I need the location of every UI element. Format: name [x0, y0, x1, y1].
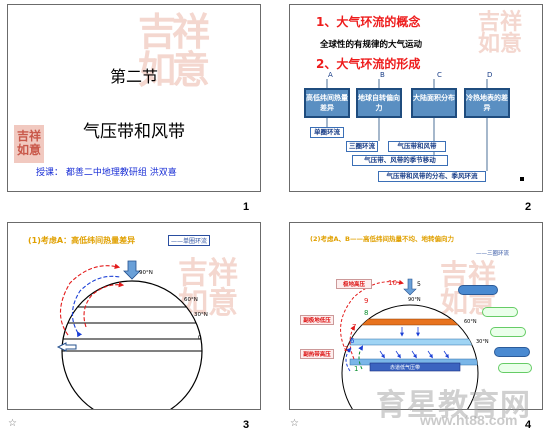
factor-box-b: 地球自转偏向力	[356, 88, 402, 118]
slide2-heading1: 1、大气环流的概念	[316, 15, 421, 29]
label-right-1	[458, 285, 498, 295]
letter-d: D	[487, 71, 493, 79]
lat-30-label: 30°N	[194, 312, 208, 318]
star-icon-3[interactable]: ☆	[8, 418, 17, 429]
num-label-7: 7	[352, 323, 357, 331]
slide3-heading: (1)考虑A：高低纬间热量差异	[28, 236, 136, 245]
auspicious-seal-watermark: 吉祥如意	[478, 9, 523, 57]
level-single-cell: 单圈环流	[310, 127, 344, 138]
label-subpolar-low: 副极地低压	[300, 315, 334, 325]
label-right-2	[482, 307, 518, 317]
factor-box-a: 高低纬间热量差异	[304, 88, 350, 118]
slide4-tag: ——三圈环流	[476, 251, 510, 257]
page-number-2: 2	[525, 201, 532, 213]
lat-0-label: 0	[198, 335, 202, 341]
formation-connectors	[326, 79, 488, 171]
lat-60-label: 60°N	[464, 319, 477, 325]
num-label-1: 1	[354, 365, 359, 373]
slide-thumbnail-4[interactable]: 吉祥如意 (2)考虑A、B——高低纬间热量不均、地转偏向力 ——三圈环流	[289, 222, 543, 410]
slide2-definition: 全球性的有规律的大气运动	[320, 40, 423, 50]
page-number-4: 4	[525, 419, 532, 431]
single-cell-circulation-diagram	[56, 260, 203, 409]
letter-c: C	[437, 71, 442, 79]
label-polar-high: 极地高压	[336, 279, 372, 289]
letter-a: A	[328, 71, 333, 79]
label-right-3	[490, 327, 526, 337]
label-right-5	[498, 363, 532, 373]
slide4-heading: (2)考虑A、B——高低纬间热量不均、地转偏向力	[310, 235, 454, 243]
slide1-subtitle: 气压带和风带	[83, 122, 185, 142]
slide-thumbnail-1[interactable]: 吉祥如意 吉祥如意 第二节 气压带和风带 授课： 都善二中地理教研组 洪双喜	[7, 4, 261, 192]
num-label-8: 8	[364, 309, 369, 317]
lat-90-label: 90°N	[408, 297, 421, 303]
factor-box-c: 大陆面积分布	[411, 88, 457, 118]
three-cell-circulation-diagram	[340, 278, 479, 409]
brand-watermark: 育星教育网	[376, 388, 531, 423]
num-label-9: 9	[364, 297, 369, 305]
page-number-1: 1	[243, 201, 250, 213]
num-label-6: 6	[350, 337, 355, 345]
level-pressure-belts: 气压带和风带	[388, 141, 446, 152]
star-icon-4[interactable]: ☆	[290, 418, 299, 429]
url-watermark: www.ht88.com	[420, 412, 518, 428]
level-three-cell: 三圈环流	[346, 141, 378, 152]
label-subtropical-high: 副热带高压	[300, 349, 334, 359]
slide-thumbnail-2[interactable]: 吉祥如意 1、大气环流的概念 全球性的有规律的大气运动 2、大气环流的形成 A …	[289, 4, 543, 192]
lat-30-label: 30°N	[476, 339, 489, 345]
lat-90-label: 90°N	[139, 270, 153, 276]
small-seal-logo: 吉祥如意	[14, 125, 44, 163]
page-number-3: 3	[243, 419, 250, 431]
slide1-lecturer: 授课： 都善二中地理教研组 洪双喜	[36, 168, 177, 178]
num-label-2: 2	[344, 345, 349, 353]
slide1-title: 第二节	[109, 67, 158, 86]
equator-label: 赤道低气压带	[390, 365, 421, 371]
label-right-4	[494, 347, 530, 357]
slide3-tag: ——单圈环流	[168, 235, 211, 246]
slide-thumbnail-3[interactable]: 吉祥如意 (1)考虑A：高低纬间热量差异 ——单圈环流 90°N 60°N 30…	[7, 222, 261, 410]
auspicious-seal-watermark: 吉祥如意	[138, 9, 210, 92]
lat-60-label: 60°N	[184, 297, 198, 303]
slide2-heading2: 2、大气环流的形成	[316, 57, 421, 71]
end-marker	[520, 177, 524, 181]
num-label-10: 10	[388, 279, 397, 287]
level-distribution-monsoon: 气压带和风带的分布、季风环流	[378, 171, 486, 182]
level-seasonal-shift: 气压带、风带的季节移动	[352, 155, 448, 166]
factor-box-d: 冷热地表的差异	[464, 88, 510, 118]
num-label-5: 5	[417, 281, 421, 288]
letter-b: B	[380, 71, 385, 79]
